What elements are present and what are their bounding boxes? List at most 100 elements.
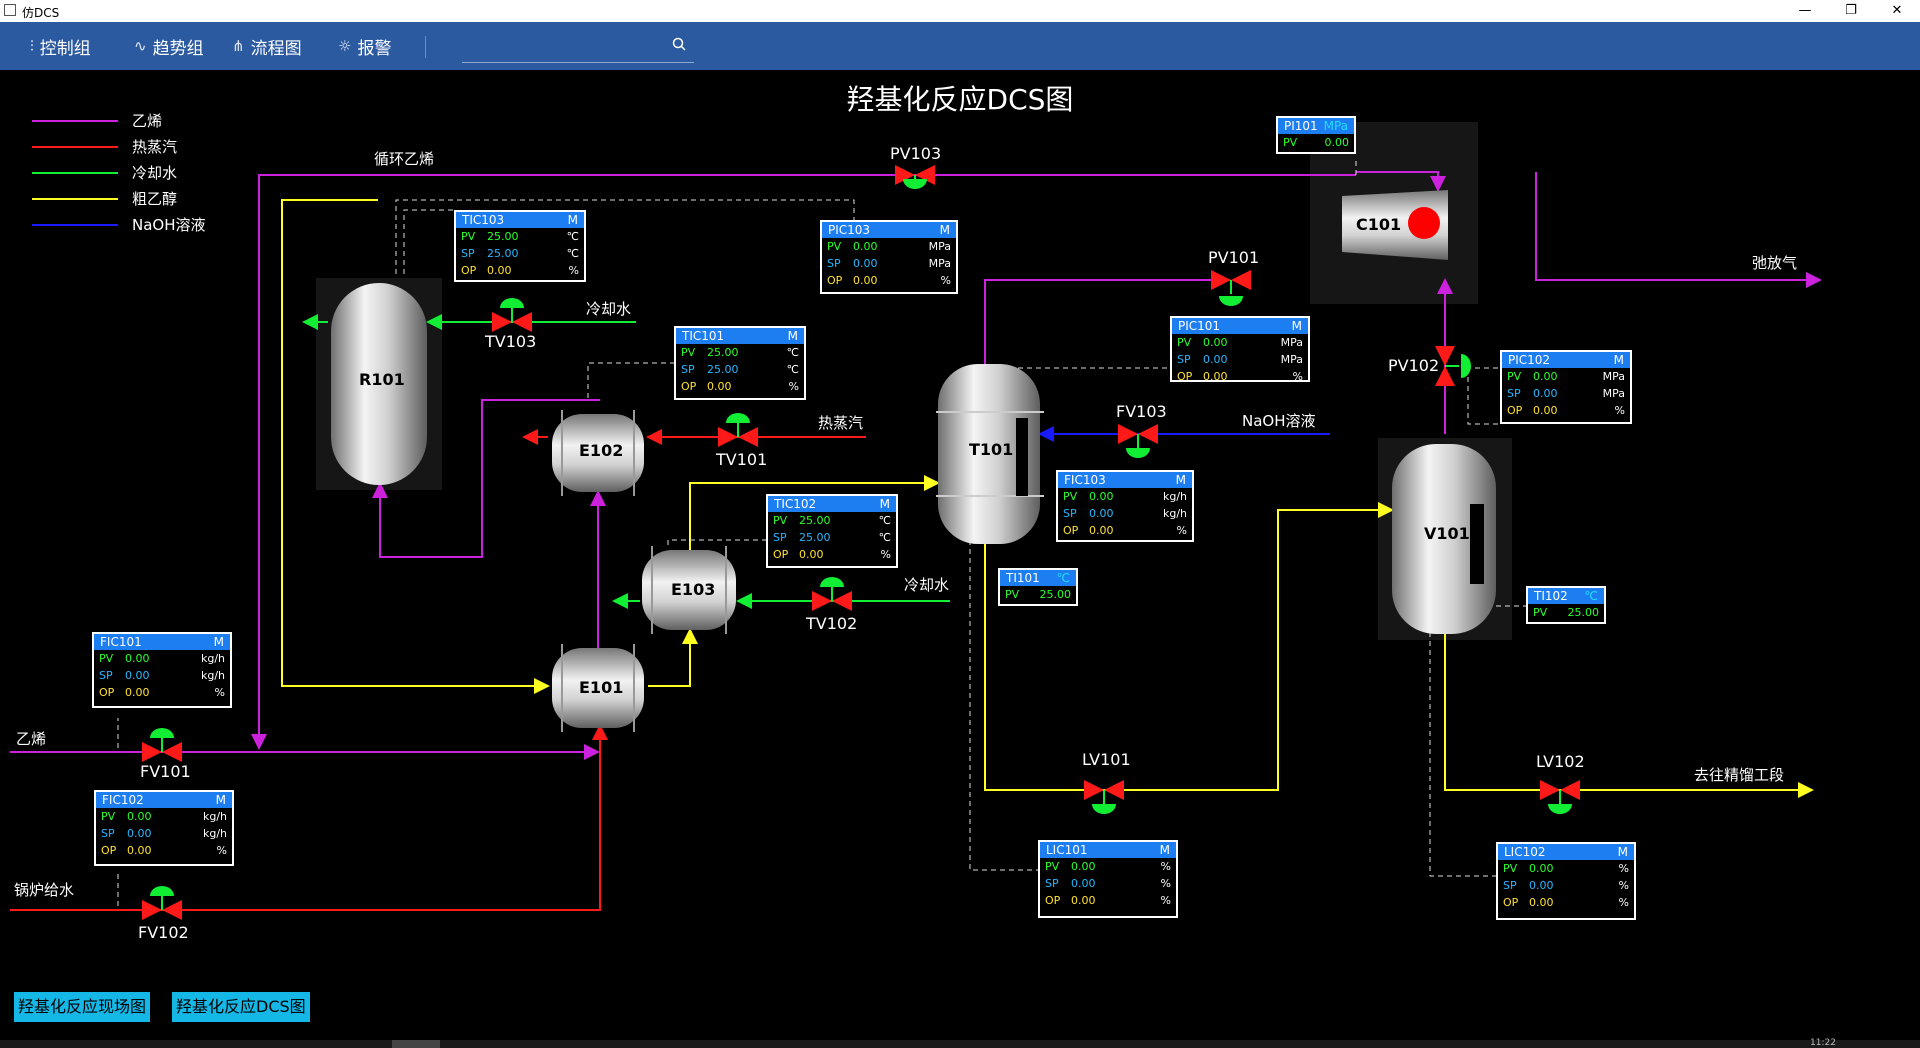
op-value[interactable]: 0.00 [125, 686, 150, 699]
pv-value: 0.00 [127, 810, 152, 823]
faceplate-mode[interactable]: M [879, 497, 890, 511]
op-value[interactable]: 0.00 [1071, 894, 1096, 907]
valve-label[interactable]: PV103 [890, 144, 942, 163]
sp-value[interactable]: 0.00 [1529, 879, 1554, 892]
valve-label[interactable]: FV101 [140, 762, 191, 781]
valve-label[interactable]: TV102 [806, 614, 858, 633]
op-value[interactable]: 0.00 [127, 844, 152, 857]
sp-value[interactable]: 0.00 [1089, 507, 1114, 520]
sp-value[interactable]: 0.00 [1071, 877, 1096, 890]
sp-value[interactable]: 0.00 [125, 669, 150, 682]
sp-label: SP [1063, 507, 1077, 520]
faceplate-mode[interactable]: M [215, 793, 226, 807]
search-input[interactable] [462, 36, 694, 63]
valve-label[interactable]: TV101 [716, 450, 768, 469]
op-value[interactable]: 0.00 [487, 264, 512, 277]
legend-swatch [32, 223, 118, 226]
restore-button[interactable]: ❐ [1845, 3, 1857, 18]
faceplate-mode[interactable]: M [1617, 845, 1628, 859]
minimize-button[interactable]: — [1798, 3, 1812, 18]
close-button[interactable]: ✕ [1891, 3, 1903, 18]
op-value[interactable]: 0.00 [707, 380, 732, 393]
op-label: OP [773, 548, 789, 561]
toolbar-alarm-button[interactable]: ☼ 报警 [338, 34, 391, 59]
unit: % [1618, 896, 1629, 909]
indicator-unit: ℃ [1056, 571, 1070, 585]
op-value[interactable]: 0.00 [1533, 404, 1558, 417]
op-value[interactable]: 0.00 [1089, 524, 1114, 537]
toolbar-trend-group-button[interactable]: ∿ 趋势组 [134, 34, 204, 59]
valve-label[interactable]: PV102 [1388, 356, 1440, 375]
faceplate-mode[interactable]: M [939, 223, 950, 237]
valve-label[interactable]: LV101 [1082, 750, 1131, 769]
legend-swatch [32, 171, 118, 174]
field-view-button[interactable]: 羟基化反应现场图 [14, 992, 151, 1022]
faceplate-tag: LIC101 [1046, 843, 1088, 857]
toolbar-flowchart-button[interactable]: ⋔ 流程图 [232, 34, 302, 59]
sp-value[interactable]: 25.00 [487, 247, 519, 260]
boiler-water-label: 锅炉给水 [14, 881, 75, 899]
sp-value[interactable]: 25.00 [707, 363, 739, 376]
valve-label[interactable]: PV101 [1208, 248, 1260, 267]
faceplate-mode[interactable]: M [1175, 473, 1186, 487]
sp-value[interactable]: 0.00 [1533, 387, 1558, 400]
faceplate-tag: LIC102 [1504, 845, 1546, 859]
toolbar-label: 流程图 [250, 38, 302, 59]
faceplate-mode[interactable]: M [1291, 319, 1302, 333]
sp-label: SP [1507, 387, 1521, 400]
sp-label: SP [773, 531, 787, 544]
faceplate-tag: TIC103 [462, 213, 505, 227]
toolbar-control-group-button[interactable]: ⫶ 控制组 [30, 34, 91, 59]
faceplate-mode[interactable]: M [1159, 843, 1170, 857]
faceplate-tag: FIC103 [1064, 473, 1106, 487]
faceplate-mode[interactable]: M [567, 213, 578, 227]
pv-label: PV [827, 240, 842, 253]
op-value[interactable]: 0.00 [853, 274, 878, 287]
sp-value[interactable]: 0.00 [1203, 353, 1228, 366]
scrollbar-thumb[interactable] [392, 1040, 440, 1048]
sp-value[interactable]: 0.00 [127, 827, 152, 840]
op-value[interactable]: 0.00 [799, 548, 824, 561]
sp-label: SP [1177, 353, 1191, 366]
sp-value[interactable]: 25.00 [799, 531, 831, 544]
search-icon[interactable] [672, 37, 686, 51]
valve-label[interactable]: TV103 [485, 332, 537, 351]
valve-label[interactable]: FV102 [138, 923, 189, 942]
pv-value: 25.00 [1039, 588, 1072, 601]
dcs-view-button[interactable]: 羟基化反应DCS图 [172, 992, 310, 1022]
valve-fv102 [142, 886, 182, 920]
faceplate-mode[interactable]: M [787, 329, 798, 343]
unit: ℃ [878, 514, 891, 527]
op-label: OP [1503, 896, 1519, 909]
signal-line [395, 199, 855, 274]
valve-label[interactable]: FV103 [1116, 402, 1167, 421]
op-value[interactable]: 0.00 [1203, 370, 1228, 383]
faceplate-mode[interactable]: M [1613, 353, 1624, 367]
faceplate-tag: PIC101 [1178, 319, 1221, 333]
r101-vessel [331, 283, 427, 485]
faceplate-mode[interactable]: M [213, 635, 224, 649]
signal-line [1429, 632, 1498, 877]
valve-label[interactable]: LV102 [1536, 752, 1585, 771]
valves [142, 165, 1580, 920]
unit: % [216, 844, 227, 857]
e103-to-t101-pipe [689, 475, 940, 556]
sp-value[interactable]: 0.00 [853, 257, 878, 270]
legend-label: 粗乙醇 [132, 190, 178, 208]
valve-tv103 [492, 298, 532, 332]
op-value[interactable]: 0.00 [1529, 896, 1554, 909]
